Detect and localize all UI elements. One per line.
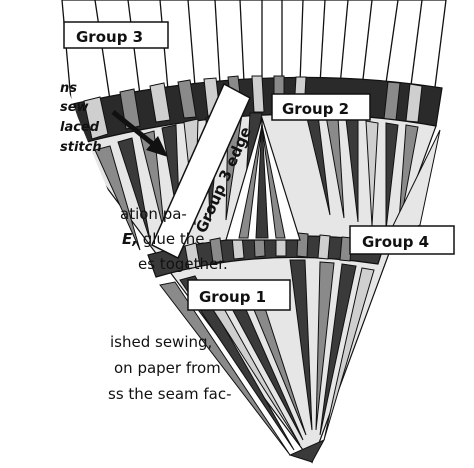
group3-label-box: Group 3 <box>64 22 168 48</box>
paragraph1-line3: es together. <box>138 255 228 273</box>
paragraph1-line2-emph: E, <box>122 230 138 248</box>
paragraph1-line2: E, glue the <box>122 230 205 248</box>
left-note-line2: sew <box>60 100 90 115</box>
paragraph2-line1: ished sewing, <box>110 333 212 351</box>
left-note-line4: stitch <box>60 140 102 155</box>
paragraph1-line1: ation pa- <box>120 205 187 223</box>
group4-label-box: Group 4 <box>350 226 454 254</box>
left-note-line1: ns <box>60 81 77 96</box>
left-note-line3: laced <box>60 120 100 135</box>
paragraph2-line3: ss the seam fac- <box>108 385 232 403</box>
group2-label-box: Group 2 <box>272 94 370 120</box>
paragraph2-line2: on paper from <box>114 359 221 377</box>
group1-label-box: Group 1 <box>188 280 290 310</box>
group2-label: Group 2 <box>282 100 349 118</box>
paragraph1-line2-rest: glue the <box>138 230 205 248</box>
group4-label: Group 4 <box>362 233 429 251</box>
group1-label: Group 1 <box>199 288 266 306</box>
group3-label: Group 3 <box>76 28 143 46</box>
